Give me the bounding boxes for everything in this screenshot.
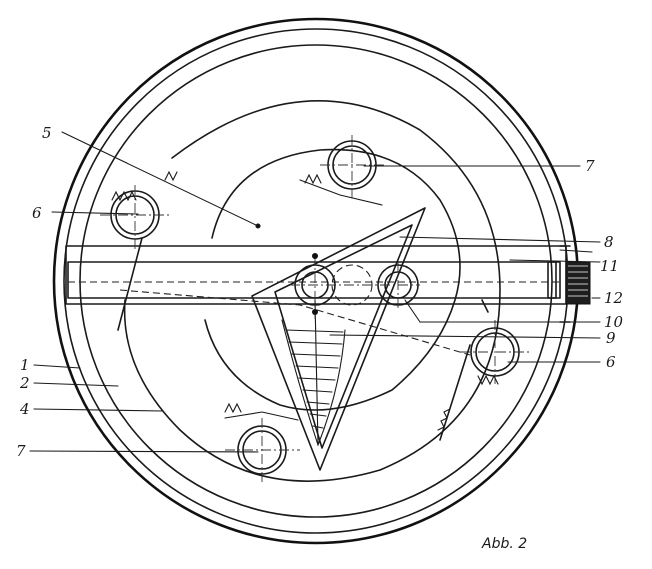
label-12: 12: [604, 289, 623, 307]
roller-6-left: [100, 185, 170, 250]
adjustment-knob: [565, 261, 591, 305]
dashed-motion-path: [119, 289, 471, 356]
rail-slot: [67, 261, 557, 299]
inner-disk: [204, 148, 461, 411]
label-5: 5: [42, 124, 52, 142]
triangle-frame-inner: [274, 224, 413, 449]
center-rollers: [290, 253, 420, 320]
label-2: 2: [19, 374, 30, 392]
label-6b: 6: [606, 353, 616, 371]
base-plate-ring: [79, 44, 553, 518]
inner-housing-ring: [63, 28, 569, 534]
turntable-disk: [123, 100, 501, 482]
strut-right: [481, 299, 489, 313]
strut-left: [117, 237, 143, 331]
roller-6-right: [460, 320, 530, 385]
figure-caption: Abb. 2: [481, 536, 527, 552]
label-4: 4: [19, 400, 30, 418]
roller-7-bottom: [224, 411, 300, 482]
label-10: 10: [604, 313, 624, 331]
triangle-frame: [251, 207, 426, 471]
label-7b: 7: [16, 442, 26, 460]
rail-end-cap: [547, 261, 561, 299]
label-6a: 6: [32, 204, 42, 222]
label-9: 9: [606, 329, 616, 347]
label-8: 8: [604, 233, 614, 251]
leader-lines: [29, 131, 601, 453]
knob-knurling: [568, 265, 588, 297]
strut-lower-right: [439, 344, 471, 441]
roller-7-top: [299, 135, 385, 206]
label-11: 11: [600, 257, 619, 275]
spring-marks: [111, 170, 499, 431]
cone-hatching: [281, 299, 346, 447]
label-1: 1: [20, 356, 30, 374]
label-7a: 7: [585, 157, 595, 175]
